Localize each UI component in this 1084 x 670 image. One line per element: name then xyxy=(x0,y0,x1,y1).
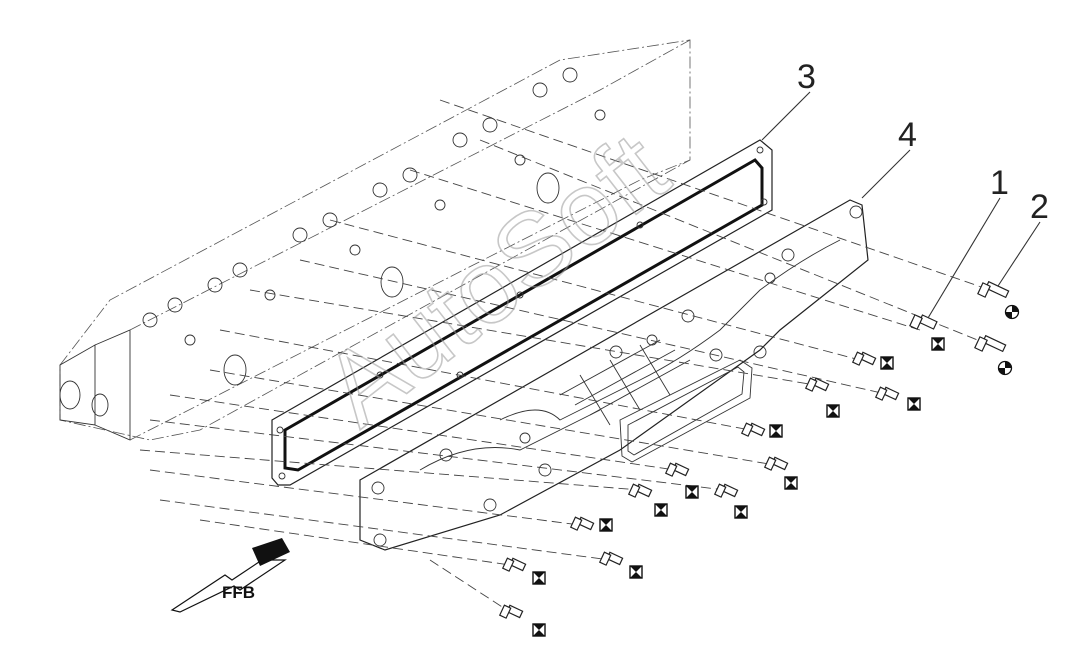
bolt xyxy=(763,456,789,471)
hourglass-square-icon xyxy=(654,503,668,517)
bolt xyxy=(664,462,690,477)
stud xyxy=(977,280,1010,299)
callouts: 3 4 1 2 xyxy=(761,58,1049,319)
cylinder-head xyxy=(59,39,691,441)
hourglass-square-icon xyxy=(532,571,546,585)
direction-arrow: FFB xyxy=(170,538,290,613)
bolt xyxy=(598,551,624,566)
gasket xyxy=(271,139,773,486)
hourglass-square-icon xyxy=(629,565,643,579)
direction-label: FFB xyxy=(222,583,255,602)
hourglass-square-icon xyxy=(880,356,894,370)
hourglass-square-icon xyxy=(532,623,546,637)
bolt xyxy=(569,516,595,531)
half-filled-circle-icon xyxy=(997,360,1013,376)
callout-4: 4 xyxy=(898,116,917,154)
hourglass-square-icon xyxy=(734,505,748,519)
hourglass-square-icon xyxy=(784,476,798,490)
bolt xyxy=(851,351,877,366)
callout-2: 2 xyxy=(1030,188,1049,226)
bolts xyxy=(498,280,1010,619)
intake-manifold xyxy=(359,199,869,551)
hourglass-square-icon xyxy=(769,424,783,438)
bolt xyxy=(874,386,900,401)
valve-studs xyxy=(142,67,606,346)
callout-3: 3 xyxy=(797,58,816,96)
bolt xyxy=(498,604,524,619)
hourglass-square-icon xyxy=(599,518,613,532)
bolt xyxy=(740,422,766,437)
bolt xyxy=(501,557,527,572)
bolt xyxy=(909,314,938,330)
hourglass-square-icon xyxy=(931,337,945,351)
bolt xyxy=(804,377,830,392)
hourglass-square-icon xyxy=(685,485,699,499)
callout-1: 1 xyxy=(990,164,1009,202)
bolt xyxy=(713,483,739,498)
bolt xyxy=(627,483,653,498)
hourglass-square-icon xyxy=(907,397,921,411)
half-filled-circle-icon xyxy=(1004,304,1020,320)
assembly-lines xyxy=(139,99,991,613)
stud xyxy=(974,334,1007,353)
hourglass-square-icon xyxy=(826,404,840,418)
